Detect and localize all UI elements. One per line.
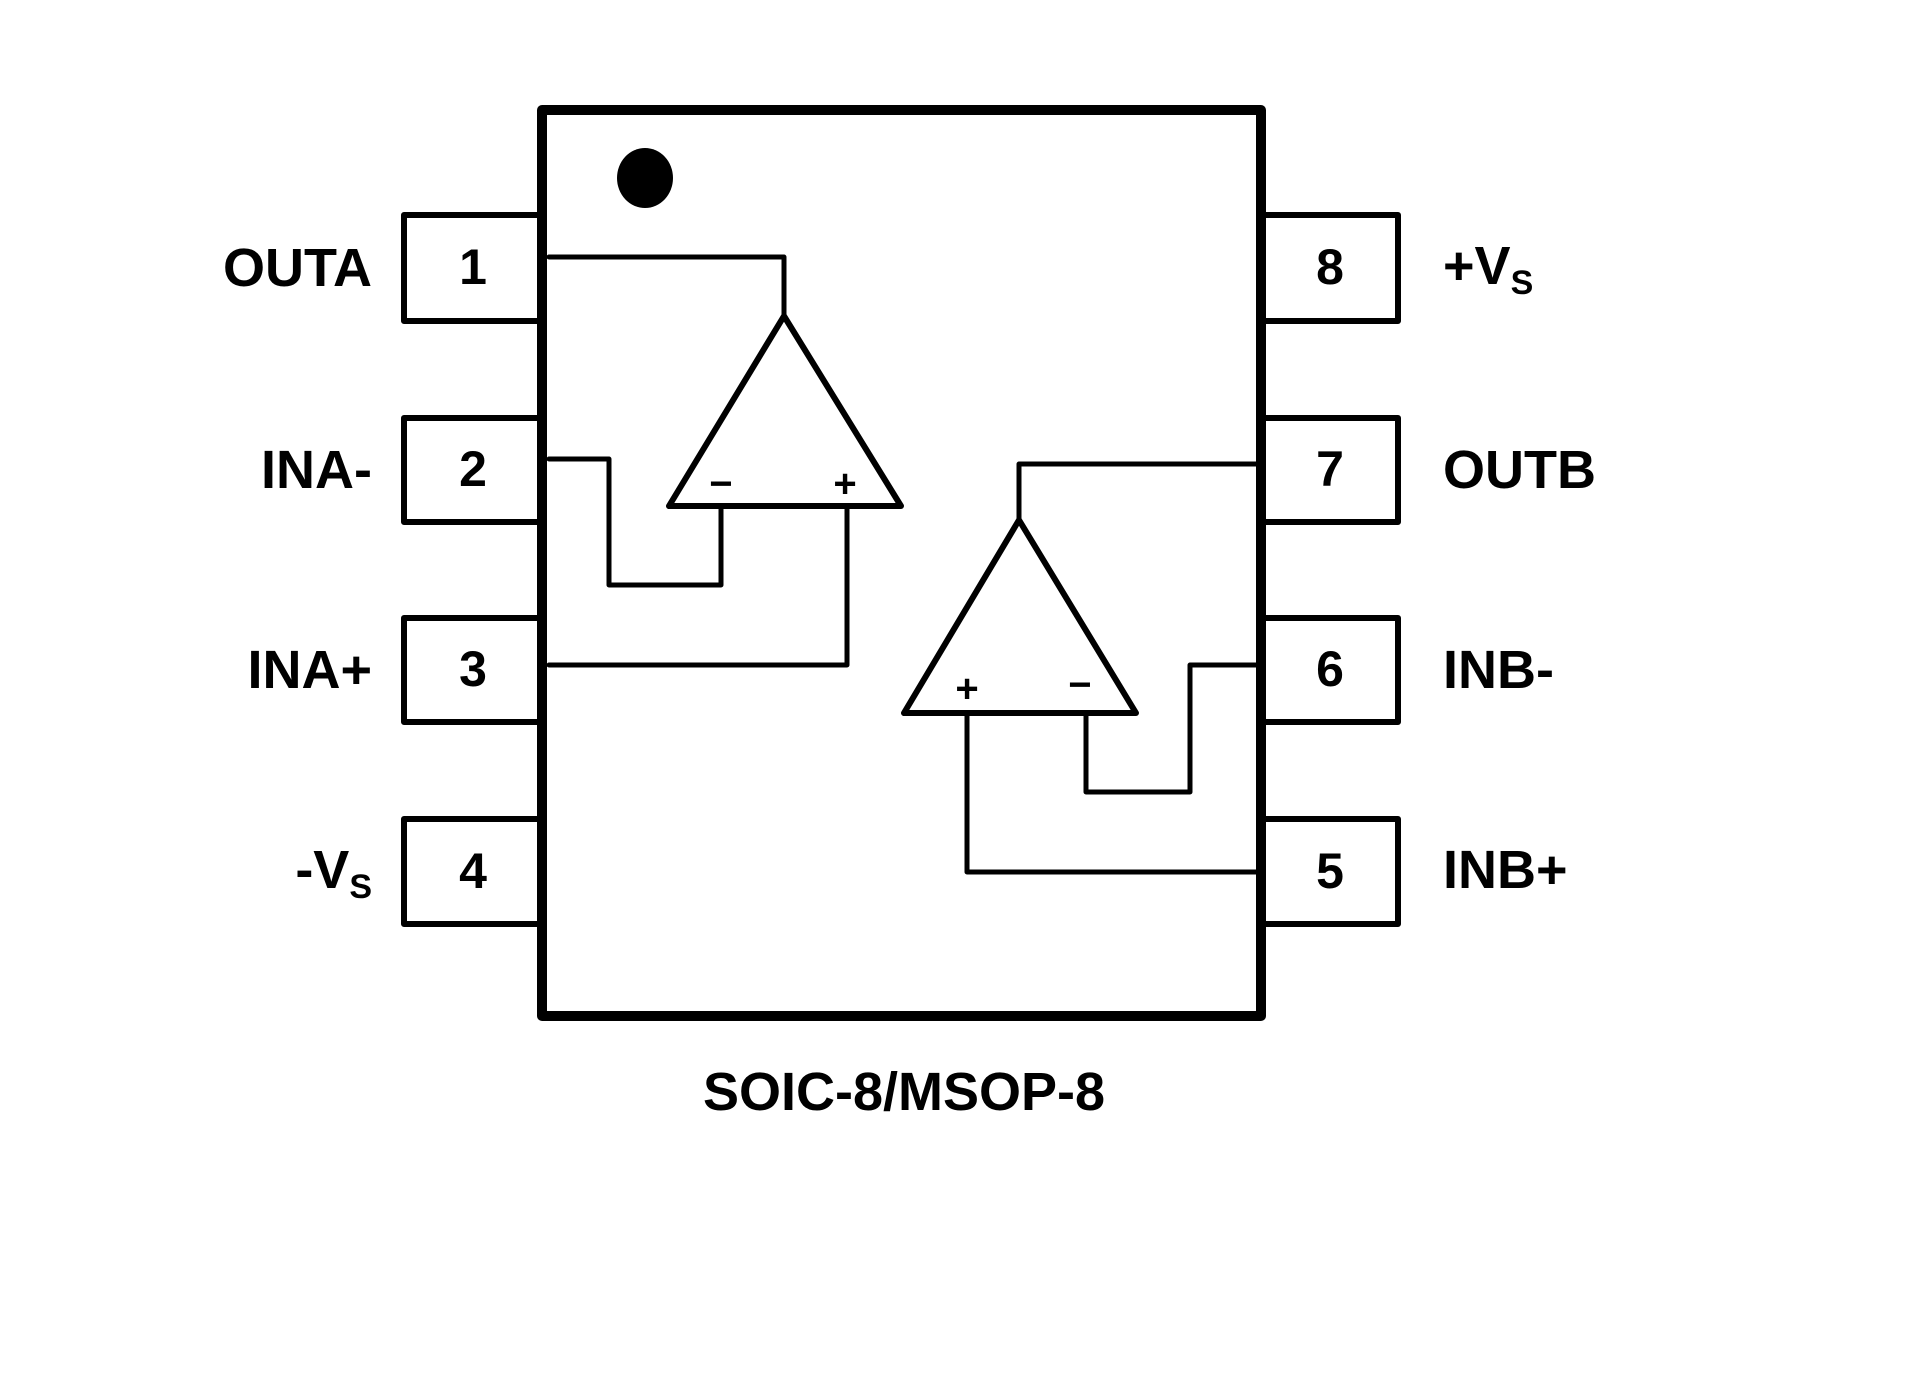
pin-number-3: 3 — [459, 641, 487, 697]
pin1-indicator-dot — [617, 148, 673, 208]
amp-b-minus-sign: − — [1068, 663, 1091, 707]
wire-inb-plus — [964, 710, 1259, 875]
pin-number-5: 5 — [1316, 843, 1344, 899]
wire-ina-plus — [546, 503, 850, 668]
pin-name-7: OUTB — [1443, 440, 1596, 500]
pin-name-6: INB- — [1443, 640, 1554, 700]
pin-number-7: 7 — [1316, 441, 1344, 497]
pin-number-8: 8 — [1316, 239, 1344, 295]
package-caption: SOIC-8/MSOP-8 — [703, 1062, 1105, 1122]
pin-number-4: 4 — [459, 843, 487, 899]
amp-b-plus-sign: + — [955, 667, 978, 711]
pin-name-1: OUTA — [223, 238, 372, 298]
pin-name-2: INA- — [261, 440, 372, 500]
wire-outa — [546, 254, 787, 319]
pin-number-6: 6 — [1316, 641, 1344, 697]
wire-ina-minus — [546, 456, 724, 588]
pin-name-3: INA+ — [247, 640, 372, 700]
pin-name-8: +VS — [1443, 236, 1533, 302]
op-amp-b — [901, 517, 1139, 716]
pin-number-2: 2 — [459, 441, 487, 497]
wire-outb — [1016, 461, 1259, 523]
ic-body — [537, 105, 1266, 1021]
amp-a-plus-sign: + — [833, 462, 856, 506]
pin-name-5: INB+ — [1443, 840, 1568, 900]
wire-inb-minus — [1083, 662, 1259, 795]
pin-name-4: -VS — [295, 840, 372, 906]
op-amp-a — [666, 313, 904, 509]
pin-number-1: 1 — [459, 239, 487, 295]
amp-a-minus-sign: − — [709, 462, 732, 506]
